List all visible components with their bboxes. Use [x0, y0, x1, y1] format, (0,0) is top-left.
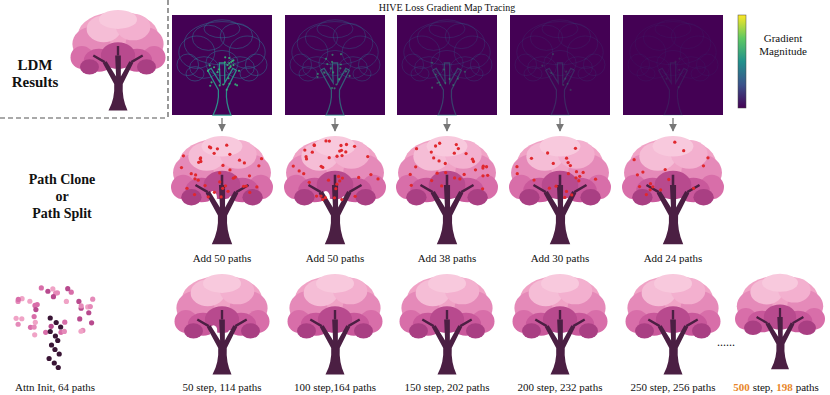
- panel-title: HIVE Loss Gradient Map Tracing: [379, 2, 516, 14]
- init-points: [14, 285, 96, 370]
- caption: paths: [796, 381, 819, 394]
- caption: 250 step, 256 paths: [631, 381, 716, 394]
- down-arrow: [446, 118, 447, 131]
- caption: Add 24 paths: [644, 252, 703, 265]
- gradient-map: [397, 15, 497, 115]
- tree-image: [400, 274, 495, 375]
- row-label: LDM Results: [4, 57, 66, 92]
- row-label: or: [55, 189, 68, 205]
- down-arrow: [334, 118, 335, 131]
- gradient-trace: [402, 20, 492, 115]
- caption: Attn Init, 64 paths: [15, 381, 95, 394]
- caption: Add 30 paths: [531, 252, 590, 265]
- tree-image: [626, 274, 721, 375]
- row-label: Path Clone: [29, 172, 96, 188]
- caption: 500: [733, 381, 750, 394]
- tree-image: [396, 136, 498, 244]
- caption: ......: [717, 336, 735, 350]
- tree-image: [622, 136, 724, 244]
- down-arrow: [672, 118, 673, 131]
- gradient-map: [623, 15, 723, 115]
- tree-image: [171, 136, 273, 244]
- caption: 200 step, 232 paths: [518, 381, 603, 394]
- tree-image: [288, 274, 383, 375]
- gradient-trace: [628, 20, 718, 115]
- colorbar: [738, 15, 746, 108]
- dashed-bracket: [0, 0, 168, 118]
- caption: 50 step, 114 paths: [182, 381, 261, 394]
- gradient-trace: [515, 20, 605, 115]
- gradient-trace: [177, 20, 267, 115]
- down-arrow: [559, 118, 560, 131]
- caption: Add 50 paths: [306, 252, 365, 265]
- tree-image: [175, 274, 270, 375]
- gradient-trace: [290, 20, 380, 115]
- caption: 150 step, 202 paths: [405, 381, 490, 394]
- row-label: Path Split: [32, 206, 92, 222]
- down-arrow: [221, 118, 222, 131]
- tree-image: [735, 274, 825, 369]
- caption: Add 38 paths: [418, 252, 477, 265]
- caption: step,: [753, 381, 773, 394]
- tree-image: [513, 274, 608, 375]
- caption: 198: [776, 381, 793, 394]
- caption: 100 step,164 paths: [294, 381, 376, 394]
- tree-image: [284, 136, 386, 244]
- gradient-map: [285, 15, 385, 115]
- tree-image: [509, 136, 611, 244]
- gradient-map: [172, 15, 272, 115]
- row-label: Gradient Magnitude: [752, 32, 814, 57]
- caption: Add 50 paths: [193, 252, 252, 265]
- tree-image: [71, 10, 166, 111]
- gradient-map: [510, 15, 610, 115]
